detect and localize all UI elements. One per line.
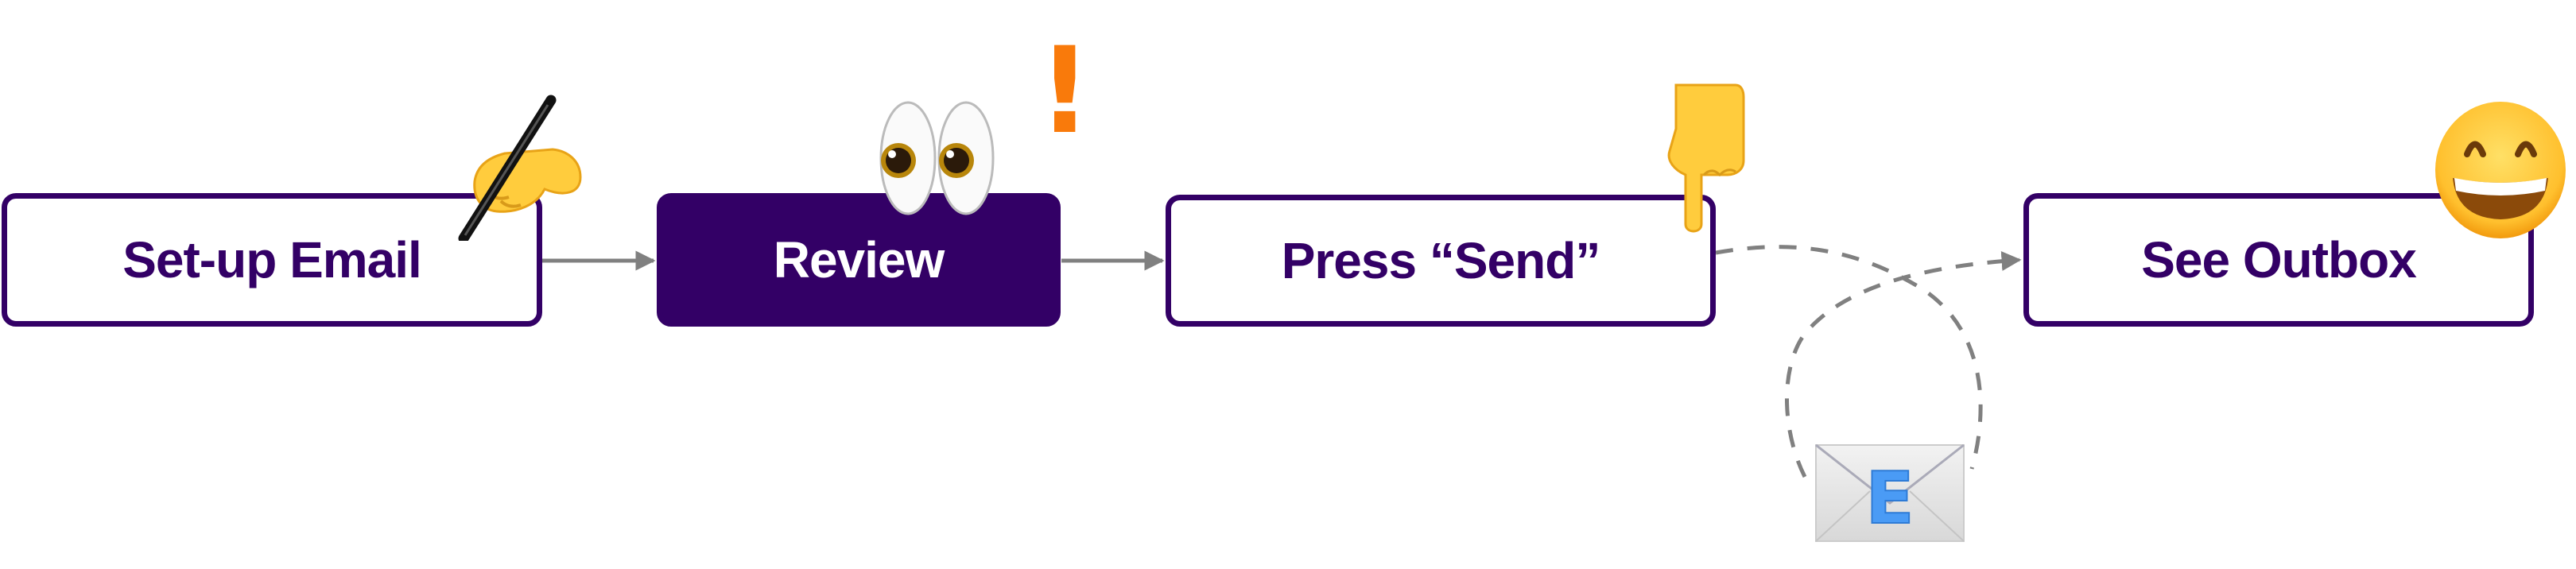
step-press-send[interactable]: Press “Send”	[1166, 195, 1716, 327]
email-envelope-icon: E	[1814, 443, 1965, 543]
exclamation-icon: !	[1038, 22, 1092, 161]
envelope-letter: E	[1865, 457, 1914, 540]
pointing-down-hand-icon	[1644, 81, 1748, 240]
step-label: Set-up Email	[122, 231, 422, 288]
step-review[interactable]: Review	[657, 193, 1061, 327]
step-label: Press “Send”	[1281, 232, 1601, 289]
dashed-arrow-send-to-outbox	[1715, 247, 2019, 478]
step-label: Review	[773, 231, 945, 288]
step-see-outbox[interactable]: See Outbox	[2023, 193, 2534, 327]
grinning-face-icon	[2429, 99, 2572, 242]
writing-hand-icon	[441, 94, 596, 241]
step-label: See Outbox	[2141, 231, 2417, 288]
eyes-icon	[875, 99, 1034, 218]
step-setup-email[interactable]: Set-up Email	[2, 193, 542, 327]
